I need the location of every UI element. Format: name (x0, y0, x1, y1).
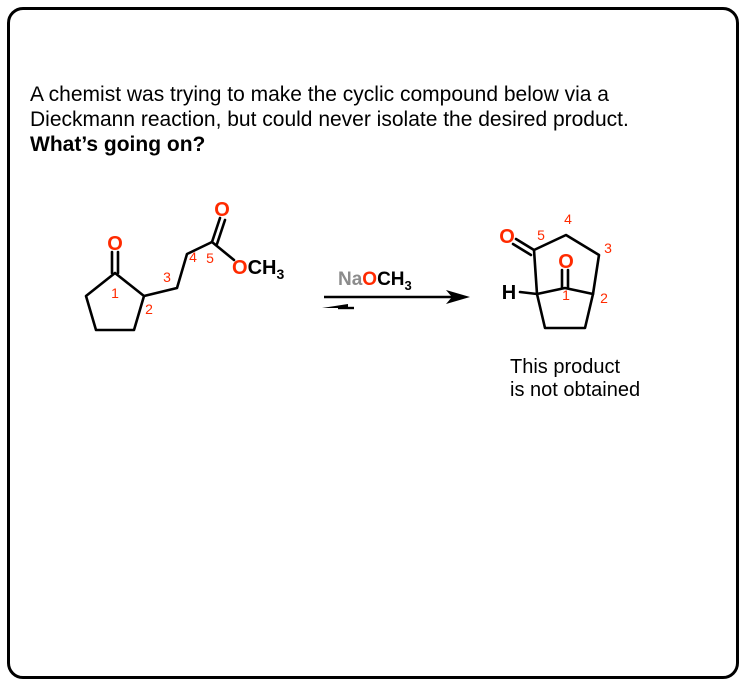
product-label-2: 2 (600, 290, 608, 306)
reactant-label-1: 1 (111, 285, 119, 301)
question-line-1: A chemist was trying to make the cyclic … (30, 83, 609, 106)
reagent-o: O (362, 269, 377, 290)
product-hydrogen: H (502, 282, 516, 304)
reagent-subscript: 3 (405, 278, 412, 293)
product-note-line-1: This product (510, 356, 621, 378)
reactant-label-5: 5 (206, 250, 214, 266)
reactant-methoxy-o: O (232, 257, 248, 279)
product-label-1: 1 (562, 287, 570, 303)
equilibrium-arrows (322, 290, 470, 310)
product-note-line-2: is not obtained (510, 379, 641, 401)
product-note: This product is not obtained (510, 356, 640, 402)
reactant-label-2: 2 (145, 301, 153, 317)
question-line-2: Dieckmann reaction, but could never isol… (30, 108, 629, 131)
reactant-ester-carbonyl-b (215, 218, 227, 246)
reactant-label-3: 3 (163, 269, 171, 285)
reagent-sodium: Na (338, 269, 363, 290)
reactant-side-chain (142, 240, 214, 298)
question-line-3: What’s going on? (30, 133, 206, 156)
reactant-cyclopentane-ring (84, 271, 146, 332)
reagent-label: NaOCH3 (338, 269, 412, 293)
product-label-5: 5 (537, 227, 545, 243)
product-c1-oxygen: O (558, 251, 574, 273)
reactant-methoxy-subscript: 3 (276, 266, 284, 282)
reactant-ester-single-bond (210, 240, 236, 262)
product-ch-bond (518, 290, 539, 296)
product-cyclopentane-ring (535, 286, 595, 330)
reactant-ester-carbonyl-a (210, 216, 222, 244)
reactant-ester-oxygen: O (214, 199, 230, 221)
reactant-label-4: 4 (189, 249, 197, 265)
card-frame (7, 7, 739, 679)
product-label-3: 3 (604, 240, 612, 256)
reagent-ch: CH (377, 269, 404, 290)
reactant-methoxy-group: OCH3 (232, 257, 284, 282)
reverse-arrow-head (322, 304, 348, 308)
reactant-ketone-oxygen: O (107, 233, 123, 255)
product-c5-carbonyl-a (514, 237, 536, 252)
product-c5-oxygen: O (499, 226, 515, 248)
reactant-molecule (84, 216, 236, 332)
question-text: A chemist was trying to make the cyclic … (30, 82, 720, 157)
product-label-4: 4 (564, 211, 572, 227)
reactant-methoxy-ch: CH (248, 257, 277, 279)
forward-arrow-head (446, 290, 470, 304)
product-c5-carbonyl-b (511, 242, 533, 257)
product-bridge (532, 233, 601, 296)
product-molecule (511, 233, 601, 330)
